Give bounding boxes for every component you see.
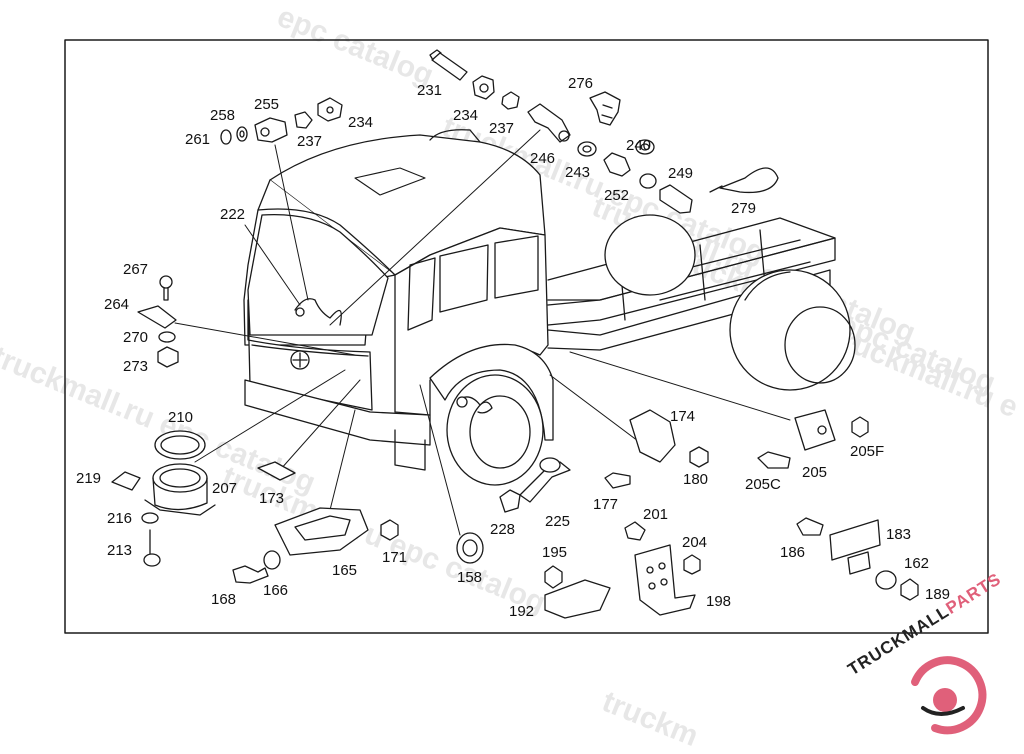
part-label: 198 — [706, 593, 732, 610]
truck-chassis — [547, 214, 856, 391]
brand-logo-gear — [911, 656, 987, 735]
part-label: 173 — [259, 490, 285, 507]
part-label: 222 — [220, 206, 246, 223]
part-label: 165 — [332, 562, 358, 579]
leader-lines — [174, 129, 791, 536]
part-label: 205F — [850, 443, 885, 460]
part-label: 162 — [904, 555, 930, 572]
part-label: 168 — [211, 591, 237, 608]
part-label: 171 — [382, 549, 408, 566]
part-label: 205 — [802, 464, 828, 481]
part-label: 210 — [168, 409, 194, 426]
part-label: 219 — [76, 470, 102, 487]
truck-cab — [243, 129, 554, 486]
part-label: 258 — [210, 107, 236, 124]
part-label: 166 — [263, 582, 289, 599]
part-label: 270 — [123, 329, 149, 346]
parts-top-group — [220, 49, 779, 214]
part-label: 180 — [683, 471, 709, 488]
part-label: 158 — [457, 569, 483, 586]
diagram-frame — [64, 39, 989, 634]
part-label: 255 — [254, 96, 280, 113]
part-222-pipe — [294, 298, 342, 326]
part-label: 267 — [123, 261, 149, 278]
part-label: 261 — [185, 131, 211, 148]
part-label: 195 — [542, 544, 568, 561]
part-label: 234 — [348, 114, 374, 131]
part-label: 183 — [886, 526, 912, 543]
part-label: 228 — [490, 521, 516, 538]
part-label: 279 — [731, 200, 757, 217]
part-label: 174 — [670, 408, 696, 425]
part-label: 205C — [745, 476, 781, 493]
part-label: 213 — [107, 542, 133, 559]
brand-logo: TRUCKMALLPARTS — [844, 569, 1020, 745]
part-label: 177 — [593, 496, 619, 513]
part-label: 273 — [123, 358, 149, 375]
part-label: 276 — [568, 75, 594, 92]
parts-left-group — [111, 275, 296, 567]
part-label: 225 — [545, 513, 571, 530]
part-label: 246 — [530, 150, 556, 167]
part-label: 237 — [297, 133, 323, 150]
part-label: 201 — [643, 506, 669, 523]
part-label: 207 — [212, 480, 238, 497]
part-label: 240 — [626, 137, 652, 154]
part-label: 231 — [417, 82, 443, 99]
part-label: 189 — [925, 586, 951, 603]
part-label: 252 — [604, 187, 630, 204]
part-label: 249 — [668, 165, 694, 182]
part-label: 237 — [489, 120, 515, 137]
part-label: 204 — [682, 534, 708, 551]
part-label: 243 — [565, 164, 591, 181]
parts-bottom-group — [232, 409, 919, 619]
part-label: 264 — [104, 296, 130, 313]
part-label: 192 — [509, 603, 535, 620]
part-label: 186 — [780, 544, 806, 561]
part-label: 216 — [107, 510, 133, 527]
part-label: 234 — [453, 107, 479, 124]
